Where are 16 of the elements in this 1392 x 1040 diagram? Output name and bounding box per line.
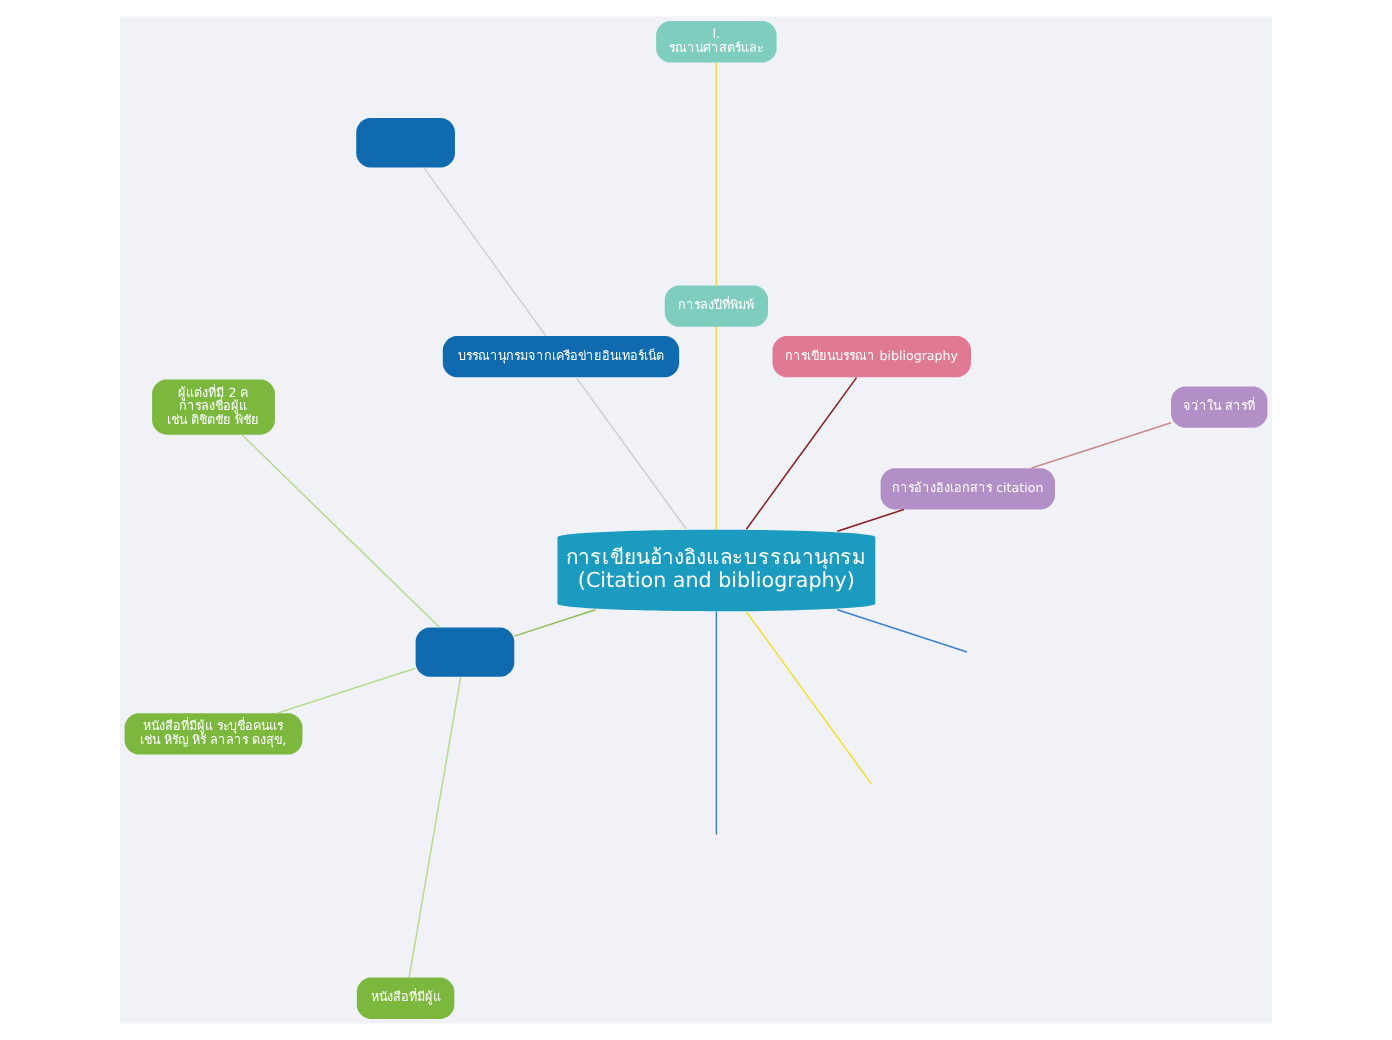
connector xyxy=(575,376,688,530)
connector xyxy=(276,667,417,714)
connector xyxy=(513,609,597,637)
connector xyxy=(745,611,872,785)
connector xyxy=(408,676,462,978)
connector xyxy=(836,508,905,532)
connector xyxy=(836,609,968,653)
connector xyxy=(715,610,718,836)
connector xyxy=(745,376,858,530)
connector xyxy=(422,166,547,337)
node-box xyxy=(356,118,455,168)
connector xyxy=(1030,422,1172,469)
connector xyxy=(241,434,441,629)
connector xyxy=(715,326,718,531)
connector xyxy=(715,62,718,287)
node-box xyxy=(415,627,515,677)
